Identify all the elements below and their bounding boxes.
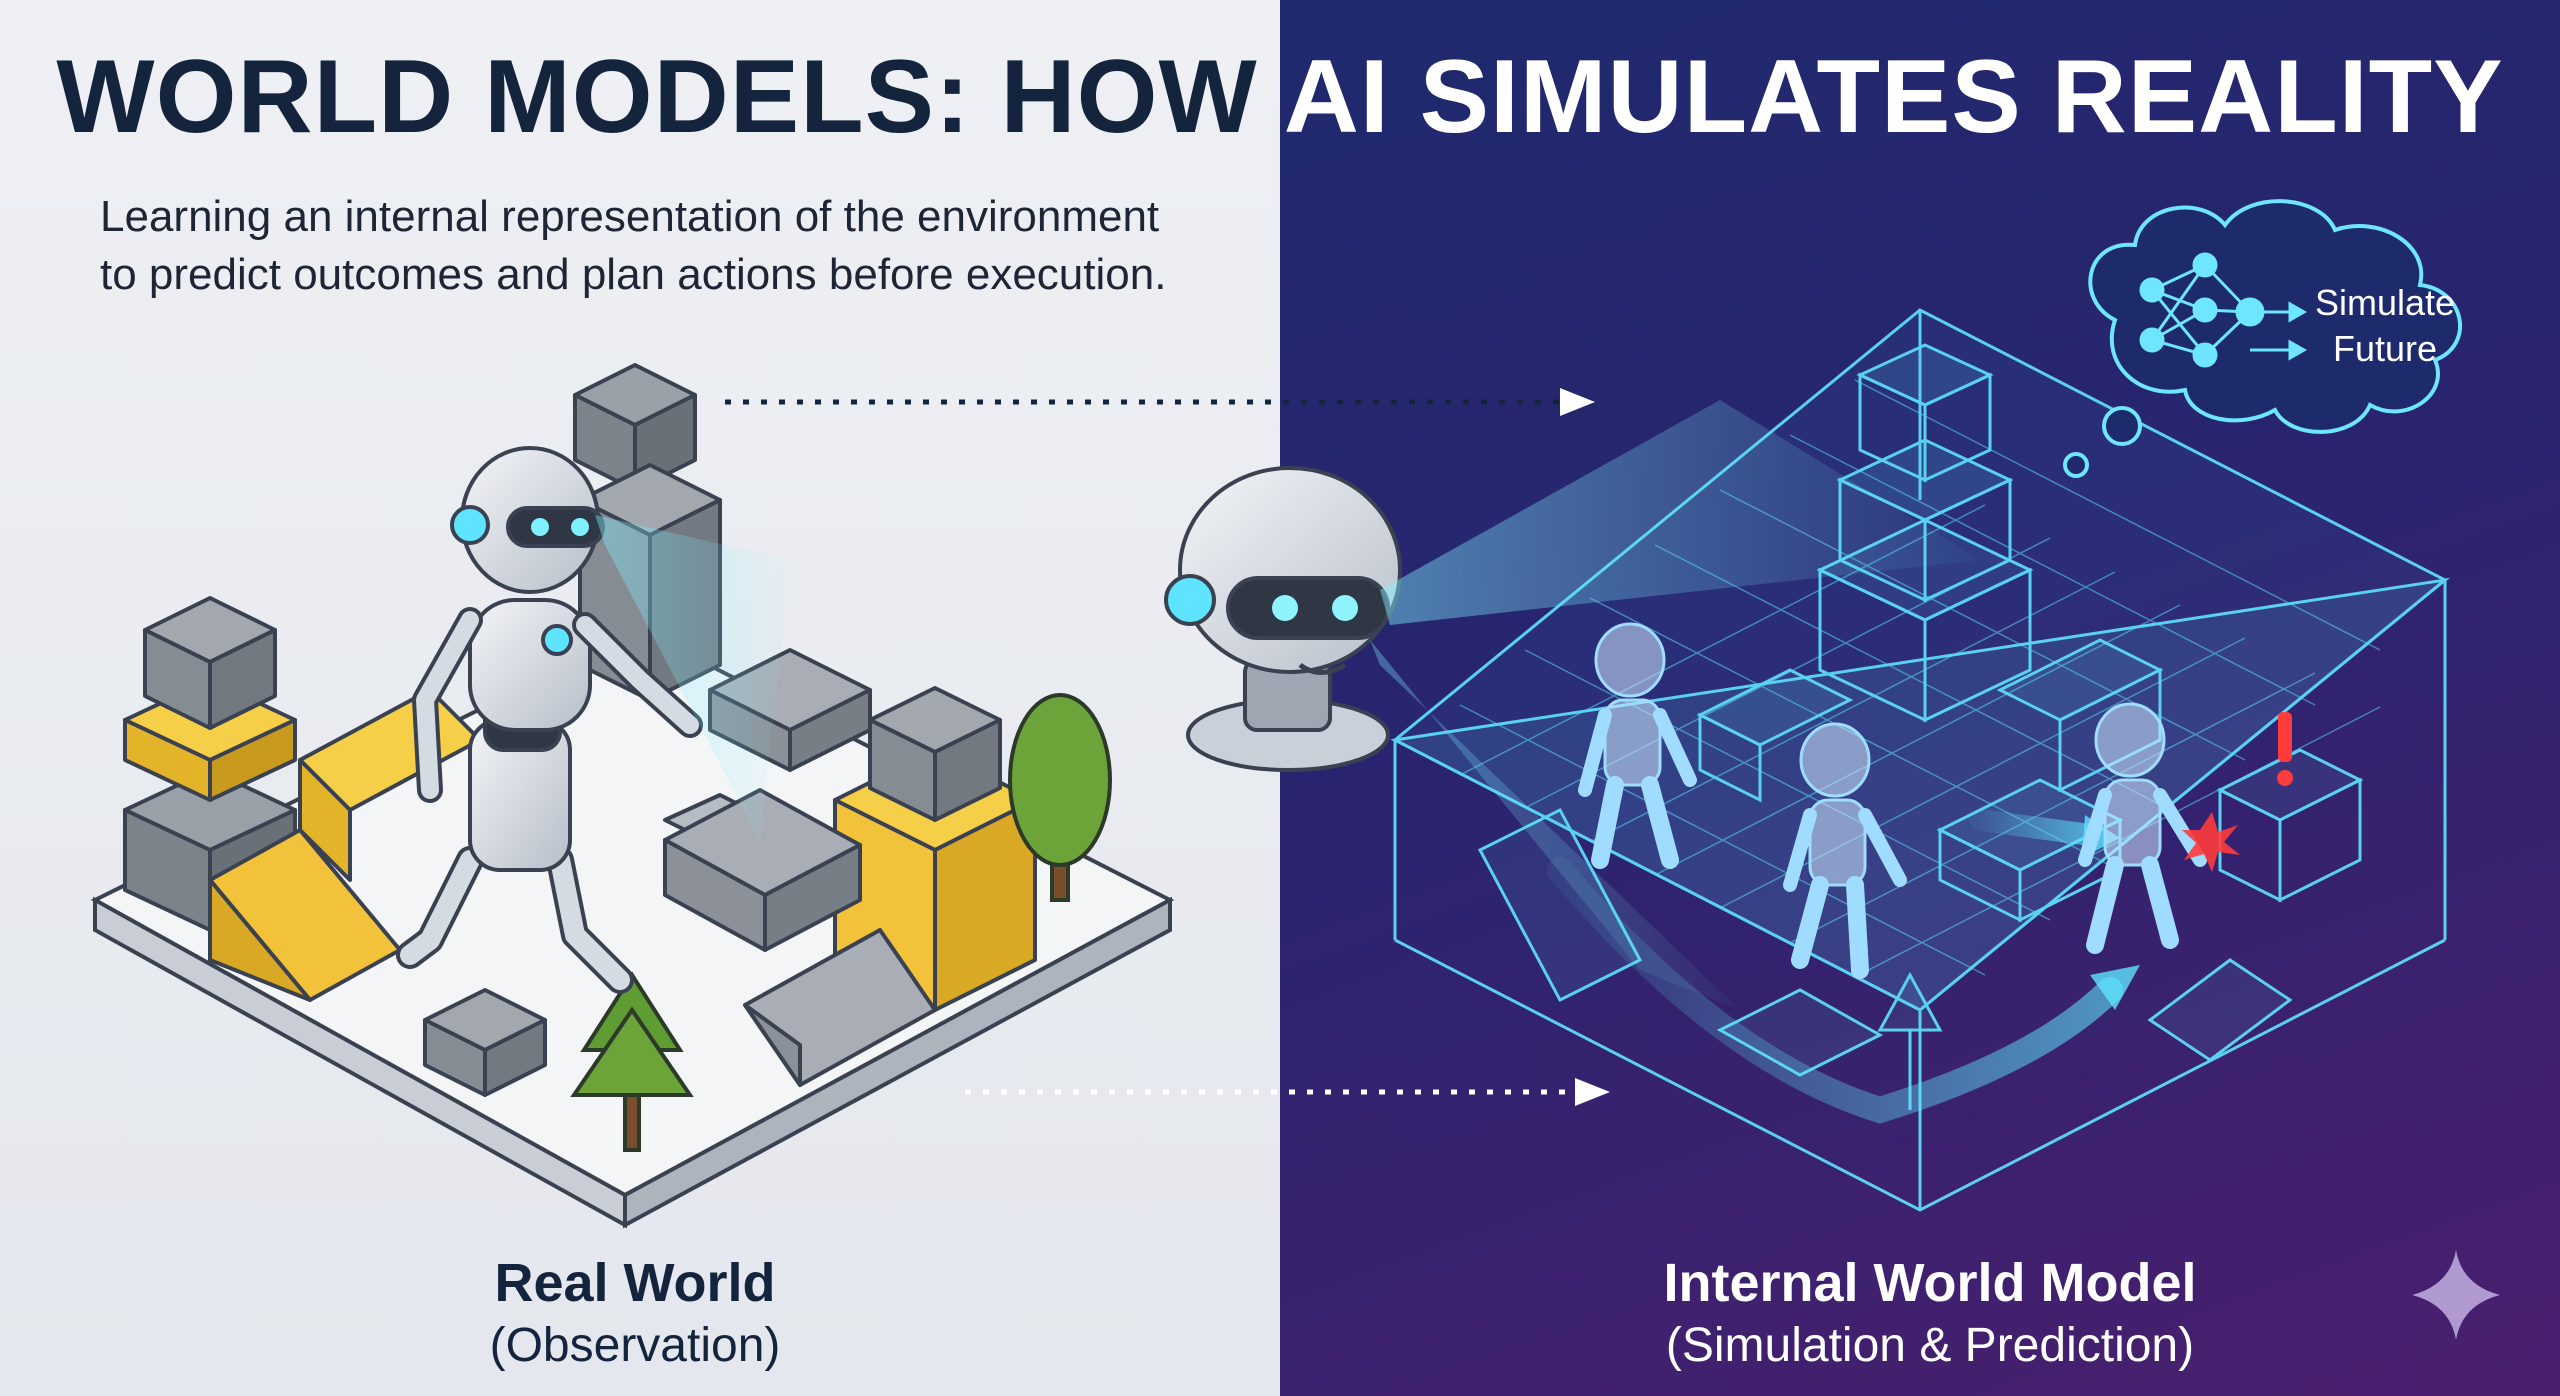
caption-world-model: Internal World Model (Simulation & Predi…: [1590, 1252, 2270, 1373]
robot-head-center: [1164, 466, 1402, 772]
vision-beam-right: [1380, 400, 1980, 625]
caption-heading: Real World: [494, 1253, 776, 1313]
dotted-arrow: [725, 388, 1595, 416]
caption-real-world: Real World (Observation): [435, 1252, 835, 1373]
thought-bubble-line-2: Future: [2332, 328, 2438, 369]
page-title: WORLD MODELS: HOW AI SIMULATES REALITY: [0, 38, 2560, 157]
dotted-arrow: [965, 1078, 1610, 1106]
simulated-robot: [2078, 702, 2207, 954]
platform-side-right: [623, 896, 1172, 1229]
tree: [1008, 693, 1112, 902]
caption-subheading: (Simulation & Prediction): [1665, 1319, 2195, 1372]
caption-heading: Internal World Model: [1663, 1253, 2197, 1313]
predicted-path-arrow: [1969, 809, 2101, 846]
block-right-yellow: [833, 686, 1037, 1012]
simulated-robot: [1783, 722, 1907, 979]
thought-bubble: [2063, 199, 2463, 478]
subtitle-line-1: Learning an internal representation of t…: [100, 192, 1160, 241]
collision-burst: [2182, 812, 2240, 872]
title-part-dark: WORLD MODELS: HOW: [56, 39, 1284, 155]
subtitle: Learning an internal representation of t…: [100, 188, 1300, 304]
thought-bubble-line-1: Simulate: [2314, 282, 2456, 323]
caption-subheading: (Observation): [489, 1319, 781, 1372]
predicted-path-arrowhead: [2090, 965, 2140, 1010]
vision-beam-left: [595, 515, 790, 840]
real-world-scene: [90, 363, 1175, 1229]
thought-bubble-text: Simulate Future: [2300, 280, 2470, 372]
sparkle-icon: [2412, 1250, 2500, 1340]
title-part-light: AI SIMULATES REALITY: [1283, 39, 2504, 155]
tree: [570, 971, 694, 1152]
predicted-path-arrow: [1547, 857, 2123, 1124]
subtitle-line-2: to predict outcomes and plan actions bef…: [100, 250, 1167, 299]
neural-network-icon: [2139, 252, 2308, 368]
warning-icon: [2277, 712, 2293, 786]
simulated-robot: [1578, 622, 1697, 869]
robot-walking: [396, 446, 703, 994]
